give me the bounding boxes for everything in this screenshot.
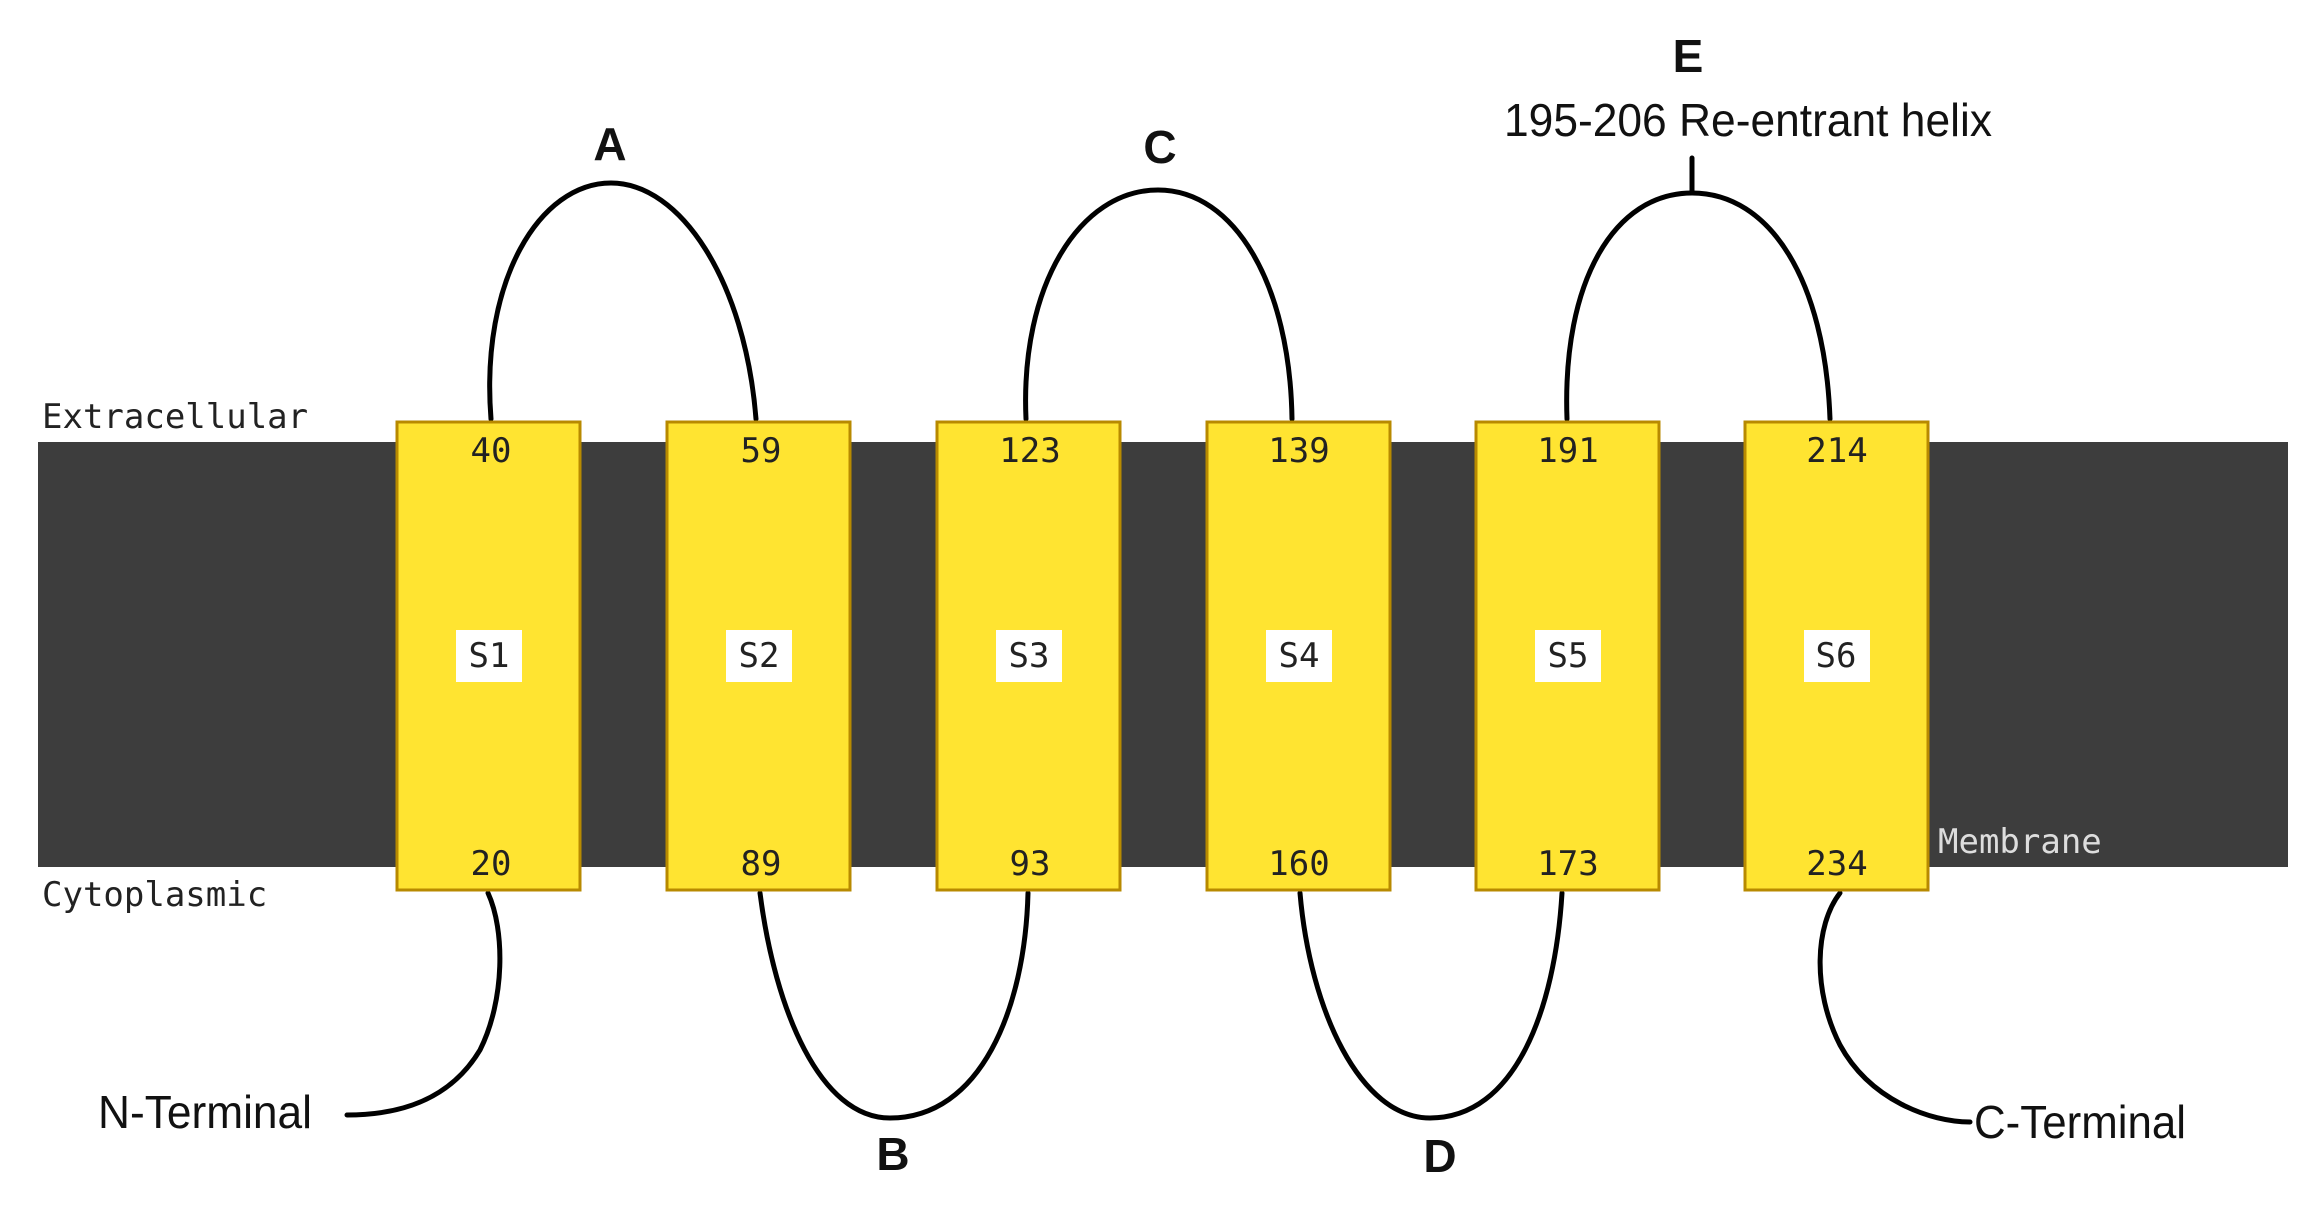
- membrane-label: Membrane: [1938, 822, 2102, 862]
- n-terminal-curve: [344, 890, 503, 1118]
- cytoplasmic-label: Cytoplasmic: [42, 875, 267, 915]
- helix-s5-bottom-number: 173: [1537, 844, 1598, 884]
- helix-s1-label: S1: [469, 636, 510, 676]
- helix-s3-bottom-number: 93: [1010, 844, 1051, 884]
- helix-s6-top-number: 214: [1806, 431, 1867, 471]
- helix-s6-bottom-number: 234: [1806, 844, 1867, 884]
- helix-s1-top-number: 40: [471, 431, 512, 471]
- helix-s1: 40 S1 20: [395, 420, 582, 892]
- helix-s4: 139 S4 160: [1205, 420, 1392, 892]
- helix-s2: 59 S2 89: [665, 420, 852, 892]
- helix-s1-bottom-number: 20: [471, 844, 512, 884]
- loop-c-curve: [1023, 187, 1295, 422]
- helix-s3-label: S3: [1009, 636, 1050, 676]
- loop-c-label: C: [1143, 121, 1176, 173]
- helix-s3-top-number: 123: [999, 431, 1060, 471]
- helix-s5-top-number: 191: [1537, 431, 1598, 471]
- c-terminal-curve: [1817, 890, 1973, 1125]
- helix-s2-top-number: 59: [741, 431, 782, 471]
- helix-s5: 191 S5 173: [1474, 420, 1661, 892]
- loop-d-label: D: [1423, 1130, 1456, 1182]
- helix-s6: 214 S6 234: [1743, 420, 1930, 892]
- helix-s2-bottom-number: 89: [741, 844, 782, 884]
- loop-e-curve: [1564, 190, 1833, 422]
- helix-s3: 123 S3 93: [935, 420, 1122, 892]
- helix-s2-label: S2: [739, 636, 780, 676]
- c-terminal-label: C-Terminal: [1974, 1096, 2186, 1148]
- loop-a-curve: [487, 180, 759, 422]
- helix-s4-label: S4: [1279, 636, 1320, 676]
- loop-d-curve: [1297, 890, 1565, 1121]
- loop-a-label: A: [593, 118, 626, 170]
- helix-s5-label: S5: [1548, 636, 1589, 676]
- loop-e-note: 195-206 Re-entrant helix: [1504, 94, 1992, 146]
- loop-e-label: E: [1673, 30, 1704, 82]
- helix-s4-bottom-number: 160: [1268, 844, 1329, 884]
- membrane-band: [38, 442, 2288, 867]
- helix-s6-label: S6: [1816, 636, 1857, 676]
- loop-b-curve: [757, 890, 1031, 1121]
- helix-s4-top-number: 139: [1268, 431, 1329, 471]
- extracellular-label: Extracellular: [42, 397, 308, 437]
- n-terminal-label: N-Terminal: [98, 1086, 312, 1138]
- loop-b-label: B: [876, 1128, 909, 1180]
